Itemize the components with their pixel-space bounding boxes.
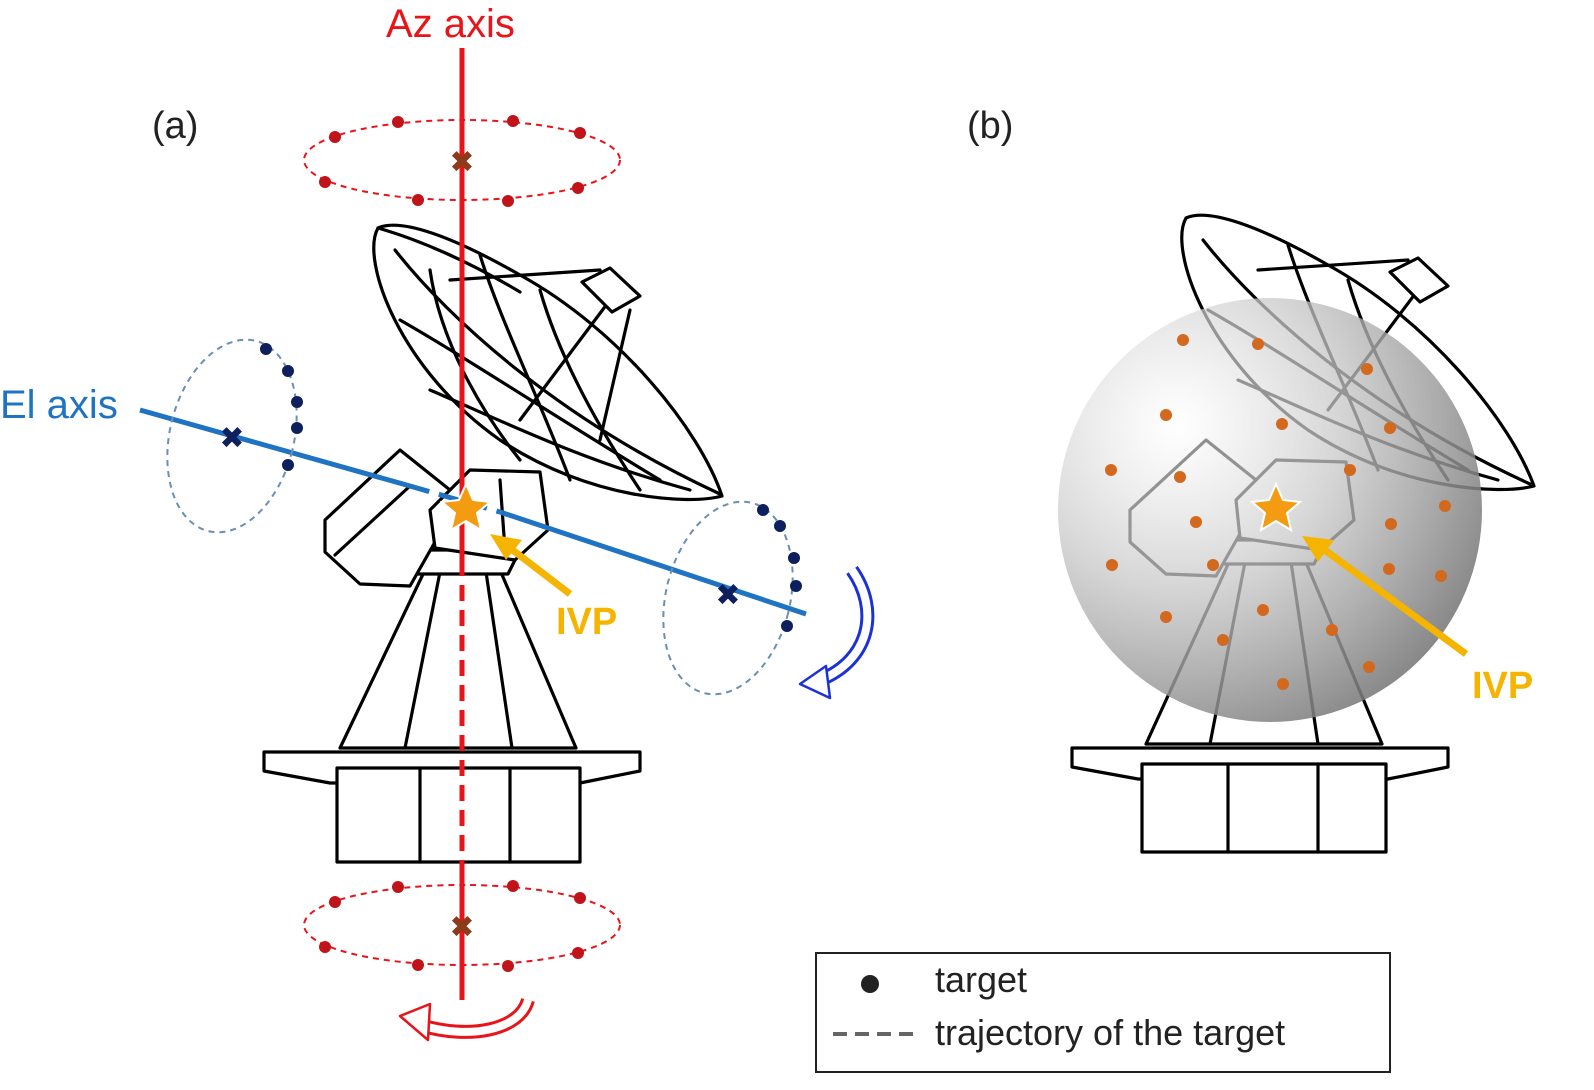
ivp-label-b: IVP <box>1472 665 1533 707</box>
target-dot <box>572 947 584 959</box>
legend-target-label: target <box>935 959 1027 1000</box>
target-dot <box>260 343 272 355</box>
target-dot <box>282 365 294 377</box>
ivp-arrow-b <box>1319 545 1469 657</box>
target-dot <box>502 960 514 972</box>
target-dot <box>392 881 404 893</box>
target-dot <box>1383 563 1395 575</box>
target-dot <box>574 127 586 139</box>
el-left-trajectory <box>166 338 298 534</box>
target-dot <box>329 131 341 143</box>
target-dot <box>507 115 519 127</box>
el-axis-line-right <box>499 509 807 617</box>
az-bottom-center-cross-icon: ✖ <box>449 910 474 945</box>
az-top-center-cross-icon: ✖ <box>449 145 474 180</box>
legend: target trajectory of the target <box>815 952 1391 1073</box>
el-right-trajectory <box>662 500 794 696</box>
legend-trajectory-label: trajectory of the target <box>935 1012 1285 1053</box>
target-dot <box>790 580 802 592</box>
target-dot <box>1177 334 1189 346</box>
ivp-star-icon-b <box>1249 481 1303 533</box>
el-rotation-arrow-icon <box>798 565 875 700</box>
target-dot <box>1277 678 1289 690</box>
az-bottom-targets <box>319 880 586 972</box>
az-rotation-arrow-icon <box>398 997 535 1042</box>
target-dot <box>1207 559 1219 571</box>
target-dot <box>1257 604 1269 616</box>
el-left-center-cross-icon: ✖ <box>219 421 244 456</box>
target-dot <box>1276 418 1288 430</box>
az-axis-label: Az axis <box>386 2 515 46</box>
panel-a: (a) <box>0 2 875 1042</box>
legend-target-marker <box>861 975 879 993</box>
panel-b: (b) <box>967 105 1536 854</box>
target-dot <box>282 459 294 471</box>
target-dot <box>412 959 424 971</box>
el-axis-hidden-line <box>409 483 501 515</box>
el-right-center-cross-icon: ✖ <box>715 578 740 613</box>
target-dot <box>572 182 584 194</box>
target-dot <box>319 941 331 953</box>
ivp-arrowhead-b <box>1302 536 1334 562</box>
ivp-label-a: IVP <box>556 601 617 643</box>
el-right-targets <box>757 504 802 632</box>
el-left-targets <box>260 343 303 471</box>
target-dot <box>1217 634 1229 646</box>
target-dot <box>392 116 404 128</box>
ivp-arrowhead-a <box>490 534 522 560</box>
az-top-trajectory <box>303 119 621 201</box>
sphere-targets <box>1105 334 1451 690</box>
target-dot <box>329 896 341 908</box>
target-dot <box>774 520 786 532</box>
target-dot <box>319 176 331 188</box>
panel-b-label: (b) <box>967 105 1013 147</box>
target-dot <box>291 396 303 408</box>
target-dot <box>1105 464 1117 476</box>
ivp-star-icon-a <box>439 481 493 533</box>
target-dot <box>1160 409 1172 421</box>
target-dot <box>1344 464 1356 476</box>
target-dot <box>502 195 514 207</box>
target-dot <box>1106 559 1118 571</box>
target-dot <box>1385 518 1397 530</box>
antenna-base-block <box>335 766 582 864</box>
target-dot <box>412 194 424 206</box>
antenna-pedestal <box>338 568 578 750</box>
target-dot <box>1361 363 1373 375</box>
target-dot <box>507 880 519 892</box>
target-dot <box>1384 422 1396 434</box>
target-dot <box>781 620 793 632</box>
panel-a-label: (a) <box>152 105 198 147</box>
az-top-targets <box>319 115 586 207</box>
target-dot <box>1363 661 1375 673</box>
target-dot <box>1160 611 1172 623</box>
antenna-elevation-housing <box>428 468 550 562</box>
legend-box <box>815 952 1391 1073</box>
antenna-dish <box>372 223 724 502</box>
target-dot <box>1174 471 1186 483</box>
target-dot <box>757 504 769 516</box>
el-axis-label: El axis <box>0 383 118 427</box>
az-bottom-trajectory <box>303 884 621 966</box>
target-dot <box>1190 516 1202 528</box>
target-dot <box>1435 570 1447 582</box>
antenna-drawing-a <box>262 223 724 864</box>
target-dot <box>291 422 303 434</box>
target-dot <box>1252 338 1264 350</box>
target-dot <box>1439 500 1451 512</box>
antenna-yoke-left <box>323 448 462 588</box>
target-dot <box>788 552 800 564</box>
ivp-arrow-a <box>507 545 573 597</box>
antenna-subreflector <box>580 266 642 314</box>
target-dot <box>574 892 586 904</box>
el-axis-line-left <box>139 407 411 489</box>
target-dot <box>1326 624 1338 636</box>
